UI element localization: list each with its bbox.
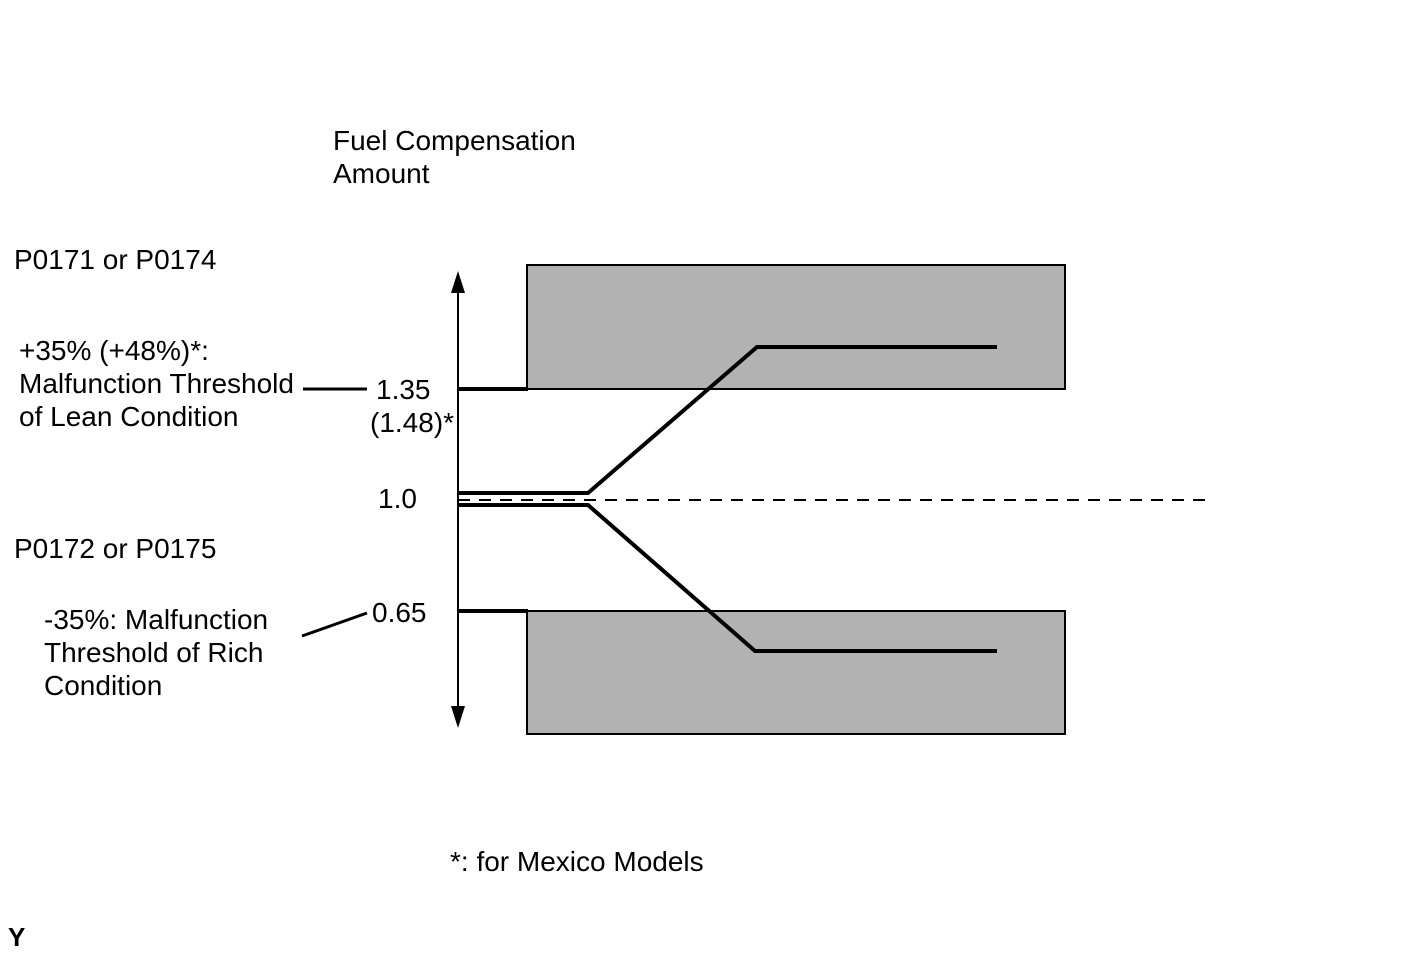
mexico-models-footnote: *: for Mexico Models	[450, 846, 704, 877]
tick-label-0-65: 0.65	[372, 597, 427, 628]
rich-malfunction-zone	[526, 610, 1066, 735]
rich-threshold-label: -35%: Malfunction Threshold of Rich Cond…	[44, 604, 269, 701]
lean-code-label: P0171 or P0174	[14, 244, 217, 275]
lean-malfunction-zone	[526, 264, 1066, 390]
lean-threshold-label: +35% (+48%)*: Malfunction Threshold of L…	[19, 335, 294, 432]
rich-signal-line	[458, 503, 997, 653]
tick-label-1-35: 1.35	[376, 374, 431, 405]
rich-code-label: P0172 or P0175	[14, 533, 217, 564]
y-axis-arrow-down-icon	[451, 706, 465, 728]
rich-leader-line	[301, 611, 368, 638]
lean-signal-line	[458, 345, 997, 495]
tick-label-1-0: 1.0	[378, 483, 417, 514]
y-axis-arrow-up-icon	[451, 271, 465, 293]
y-axis-title: Fuel Compensation Amount	[333, 125, 576, 189]
page-marker: Y	[8, 922, 26, 952]
tick-label-1-48-mexico: (1.48)*	[370, 407, 455, 438]
